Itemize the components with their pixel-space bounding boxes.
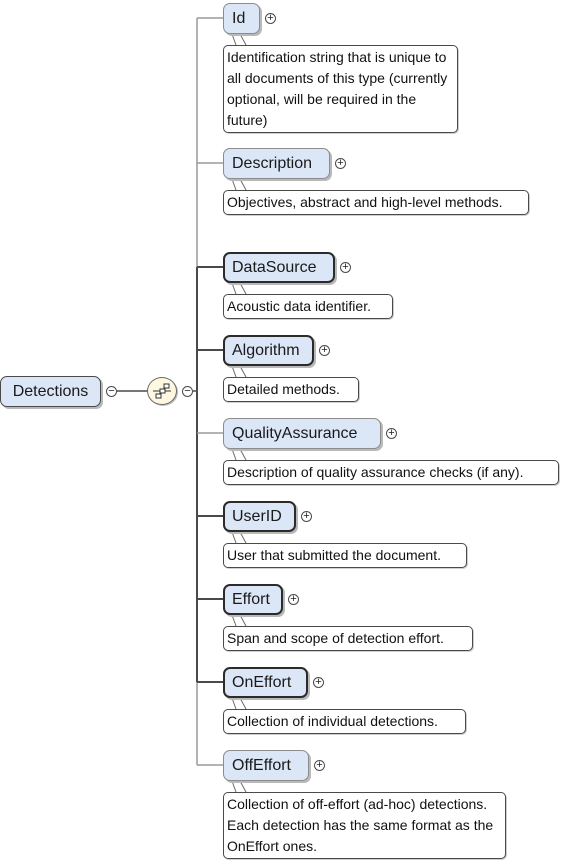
element-node-effort[interactable]: Effort	[223, 584, 283, 615]
annotation-offeffort: Collection of off-effort (ad-hoc) detect…	[223, 792, 506, 859]
annotation-oneffort: Collection of individual detections.	[223, 709, 466, 734]
expand-icon[interactable]: +	[386, 428, 397, 439]
expand-icon[interactable]: +	[288, 594, 299, 605]
annotation-id: Identification string that is unique to …	[223, 45, 458, 133]
element-node-offeffort[interactable]: OffEffort	[223, 750, 309, 781]
element-node-algorithm[interactable]: Algorithm	[223, 335, 314, 366]
expand-icon[interactable]: +	[314, 760, 325, 771]
annotation-effort: Span and scope of detection effort.	[223, 626, 473, 651]
expand-icon[interactable]: +	[301, 511, 312, 522]
expand-icon[interactable]: +	[340, 262, 351, 273]
annotation-userid: User that submitted the document.	[223, 543, 467, 568]
element-node-oneffort[interactable]: OnEffort	[223, 667, 308, 698]
element-node-userid[interactable]: UserID	[223, 501, 296, 532]
annotation-datasource: Acoustic data identifier.	[223, 294, 393, 319]
expand-icon[interactable]: +	[313, 677, 324, 688]
element-node-description[interactable]: Description	[223, 148, 330, 179]
collapse-icon[interactable]: −	[106, 386, 117, 397]
element-node-datasource[interactable]: DataSource	[223, 252, 335, 283]
element-node-qualityassurance[interactable]: QualityAssurance	[223, 418, 381, 449]
expand-icon[interactable]: +	[335, 158, 346, 169]
collapse-icon[interactable]: −	[182, 386, 193, 397]
root-element[interactable]: Detections	[0, 376, 101, 407]
expand-icon[interactable]: +	[265, 13, 276, 24]
expand-icon[interactable]: +	[319, 345, 330, 356]
element-node-id[interactable]: Id	[223, 3, 260, 34]
annotation-description: Objectives, abstract and high-level meth…	[223, 190, 529, 215]
annotation-qualityassurance: Description of quality assurance checks …	[223, 460, 559, 485]
annotation-algorithm: Detailed methods.	[223, 377, 359, 402]
sequence-compositor-icon	[147, 377, 177, 405]
